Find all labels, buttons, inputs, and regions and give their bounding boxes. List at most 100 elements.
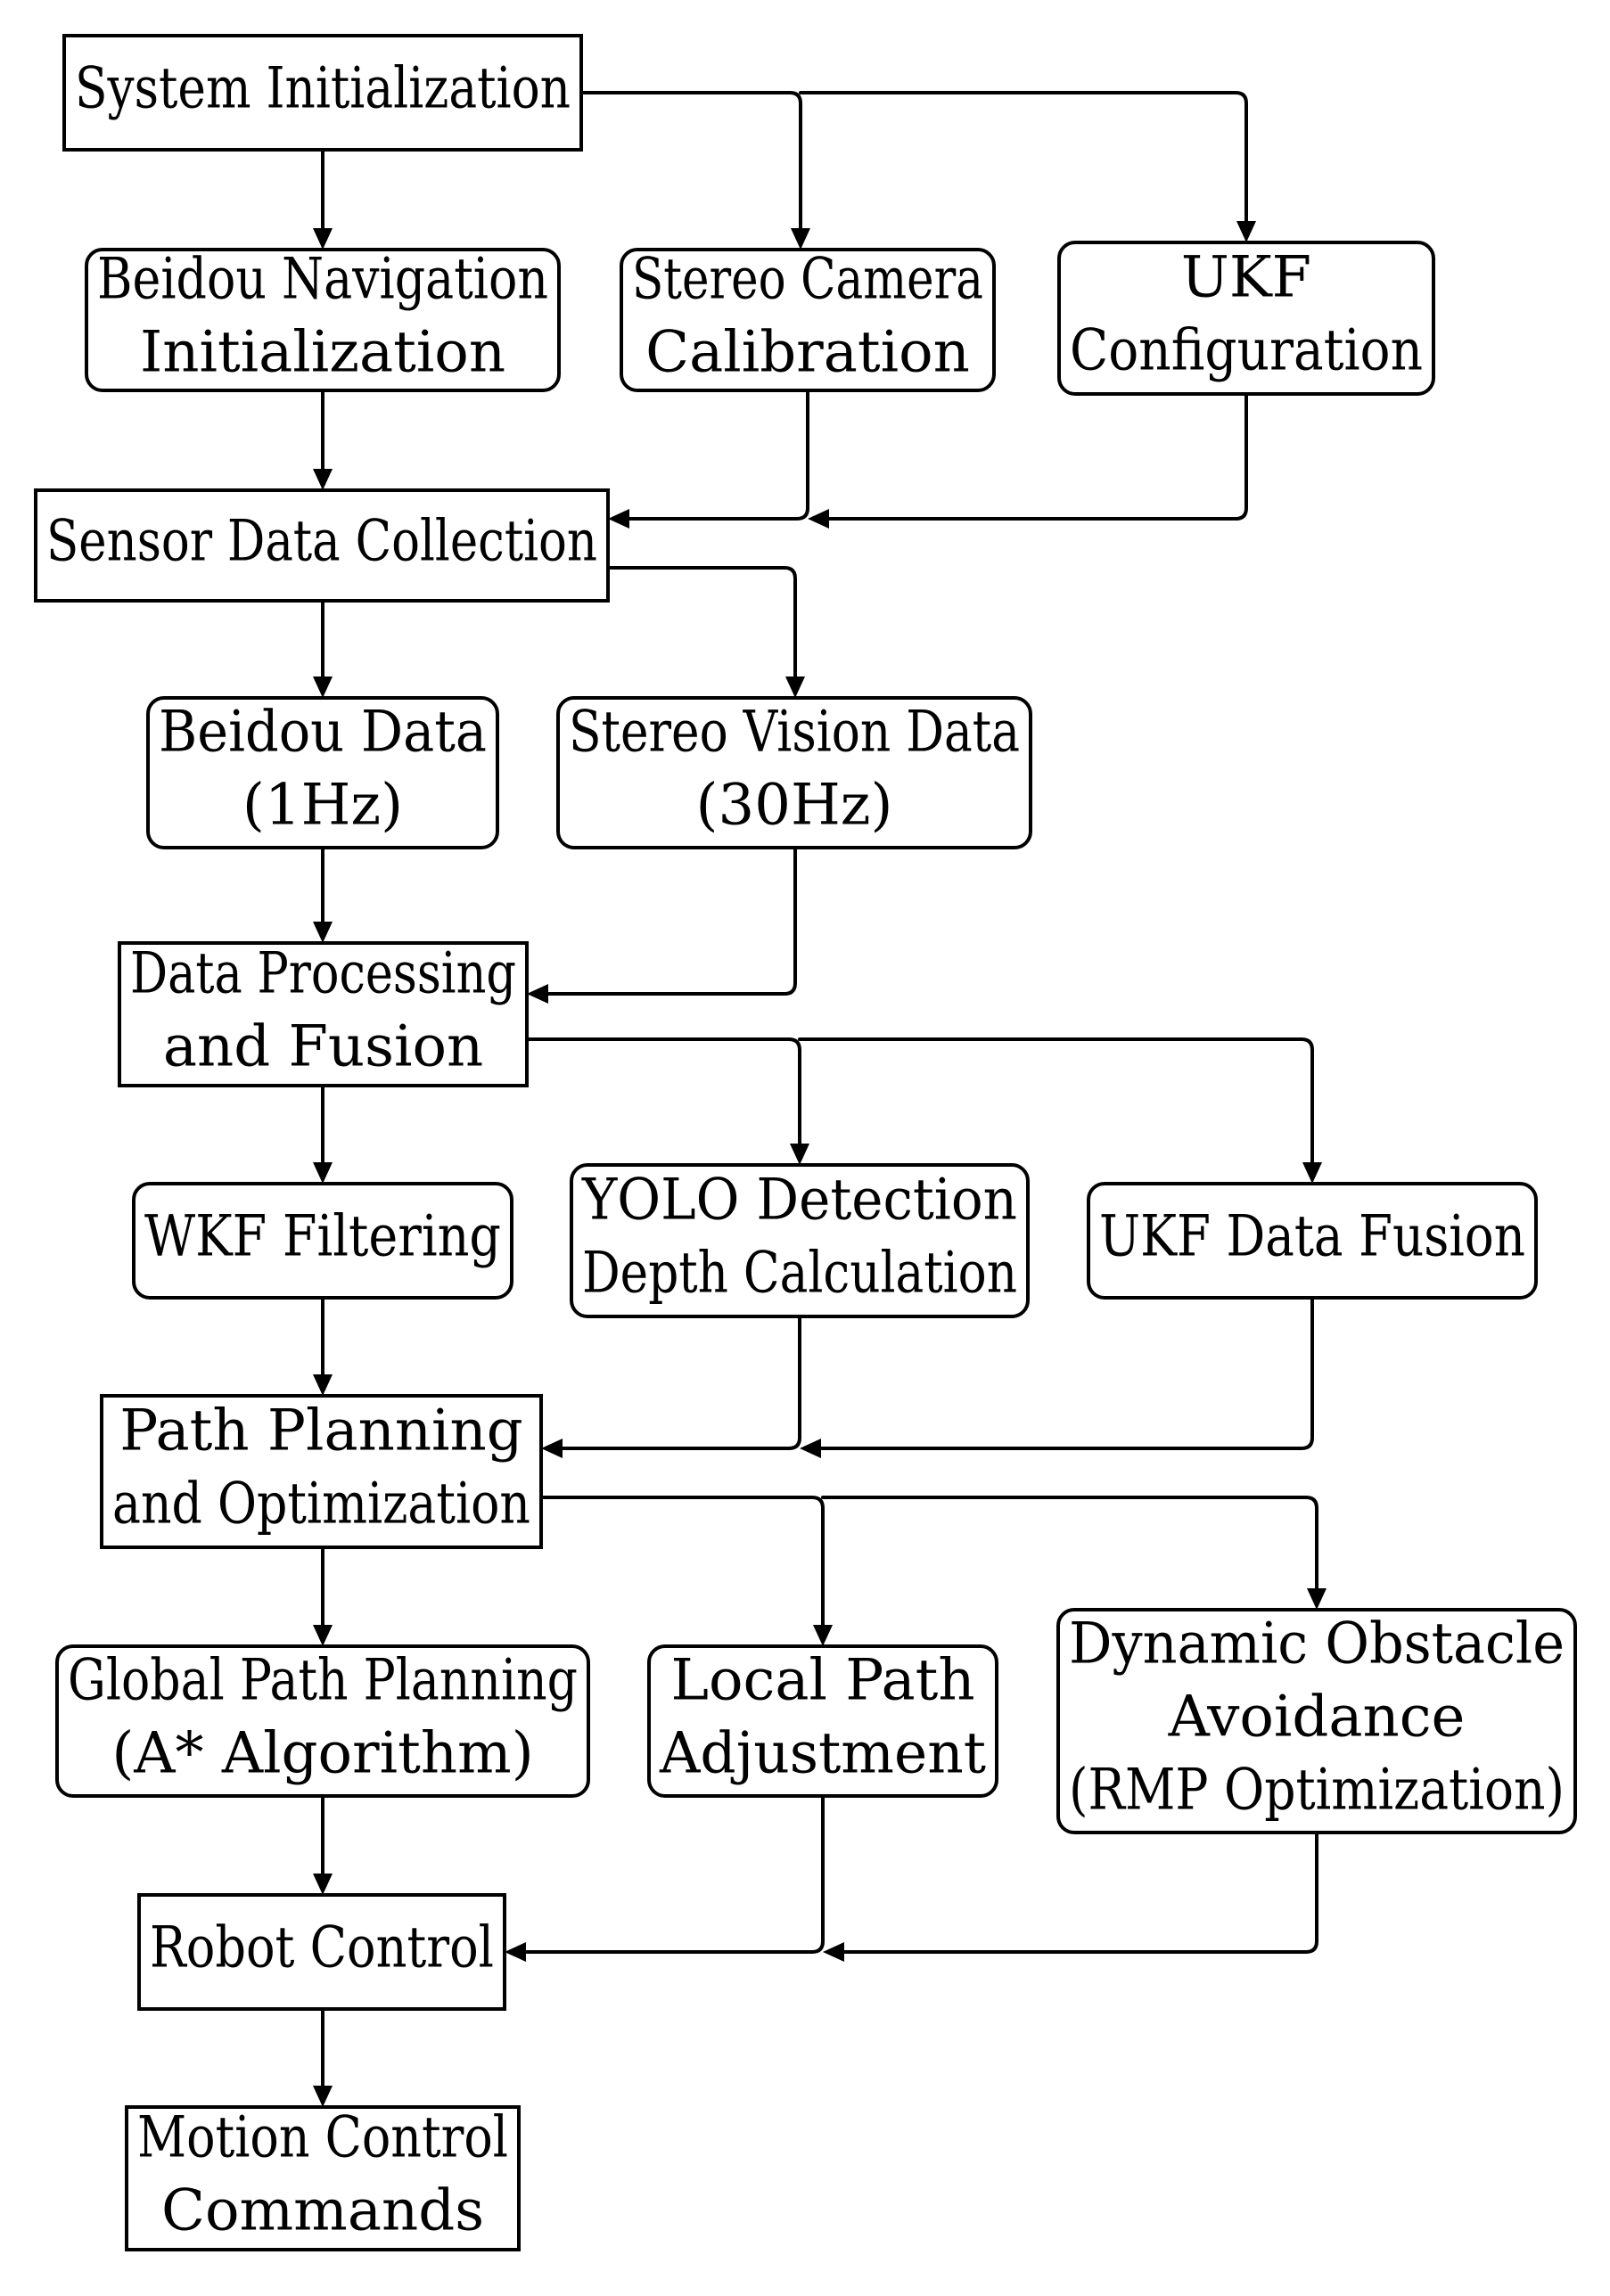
node-label-line: (1Hz) bbox=[242, 773, 403, 839]
connector-line bbox=[798, 1037, 1314, 1173]
node-sensor-data-collection: Sensor Data Collection bbox=[34, 488, 610, 603]
node-stereo-vision-data: Stereo Vision Data (30Hz) bbox=[556, 696, 1032, 849]
arrowhead bbox=[313, 1374, 333, 1396]
node-label-line: Stereo Vision Data bbox=[569, 700, 1020, 766]
arrow-system-init-to-beidou-nav-init bbox=[313, 148, 333, 250]
arrowhead bbox=[813, 1625, 833, 1646]
connector-line bbox=[515, 1794, 825, 1954]
node-data-processing-fusion: Data Processing and Fusion bbox=[118, 941, 529, 1087]
arrowhead bbox=[313, 676, 333, 698]
edges-layer bbox=[313, 91, 1327, 2107]
arrowhead bbox=[608, 509, 629, 529]
connector-line bbox=[834, 1831, 1318, 1954]
node-wkf-filtering: WKF Filtering bbox=[132, 1182, 513, 1300]
arrow-beidou-nav-init-to-sensor-data-collection bbox=[313, 389, 333, 490]
arrow-sensor-data-collection-to-stereo-vision-data bbox=[606, 566, 805, 698]
node-box bbox=[620, 248, 996, 392]
arrowhead bbox=[823, 1942, 844, 1962]
arrowhead bbox=[527, 984, 548, 1004]
node-path-planning-opt: Path Planning and Optimization bbox=[100, 1394, 543, 1549]
node-label-line: Commands bbox=[161, 2178, 484, 2244]
connector-line bbox=[821, 1496, 1318, 1599]
arrow-local-path-adjustment-to-robot-control bbox=[505, 1794, 825, 1962]
node-box bbox=[118, 941, 529, 1087]
node-label-line: Depth Calculation bbox=[582, 1241, 1017, 1307]
node-label-line: Data Processing bbox=[130, 941, 516, 1007]
node-label-line: Path Planning bbox=[119, 1398, 522, 1464]
node-label-line: and Fusion bbox=[163, 1014, 483, 1080]
arrow-path-planning-opt-to-dynamic-obstacle-avoidance bbox=[821, 1496, 1327, 1610]
arrowhead bbox=[313, 2086, 333, 2107]
connector-line bbox=[619, 389, 809, 521]
node-label-line: Global Path Planning bbox=[68, 1648, 578, 1714]
connector-line bbox=[525, 1037, 801, 1154]
arrowhead bbox=[1307, 1588, 1327, 1610]
arrow-stereo-vision-data-to-data-processing-fusion bbox=[527, 846, 797, 1004]
node-label-line: YOLO Detection bbox=[581, 1168, 1017, 1234]
node-label-line: WKF Filtering bbox=[144, 1204, 501, 1270]
arrow-data-processing-fusion-to-yolo-detection bbox=[525, 1037, 809, 1165]
arrow-system-init-to-stereo-cam-calib bbox=[579, 91, 810, 250]
node-system-init: System Initialization bbox=[62, 34, 583, 152]
arrowhead bbox=[313, 1625, 333, 1646]
node-global-path-planning: Global Path Planning (A* Algorithm) bbox=[55, 1644, 590, 1798]
arrowhead bbox=[1236, 221, 1256, 242]
node-label-line: Local Path bbox=[670, 1648, 974, 1714]
node-label-line: Configuration bbox=[1070, 318, 1423, 384]
node-label-line: Sensor Data Collection bbox=[46, 509, 597, 575]
arrow-ukf-data-fusion-to-path-planning-opt bbox=[800, 1296, 1314, 1458]
arrow-data-processing-fusion-to-wkf-filtering bbox=[313, 1084, 333, 1184]
connector-line bbox=[579, 91, 802, 239]
node-box bbox=[85, 248, 561, 392]
arrowhead bbox=[313, 228, 333, 250]
node-label-line: (RMP Optimization) bbox=[1069, 1758, 1565, 1824]
node-label-line: Calibration bbox=[645, 320, 970, 386]
node-box bbox=[1057, 241, 1435, 396]
arrowhead bbox=[313, 922, 333, 943]
node-box bbox=[570, 1163, 1030, 1318]
arrow-system-init-to-ukf-config bbox=[799, 91, 1256, 242]
arrow-stereo-cam-calib-to-sensor-data-collection bbox=[608, 389, 809, 529]
arrowhead bbox=[313, 1162, 333, 1184]
connector-line bbox=[539, 1496, 825, 1636]
node-box bbox=[125, 2105, 521, 2251]
node-label-line: Adjustment bbox=[659, 1721, 986, 1787]
arrowhead bbox=[791, 228, 810, 250]
arrowhead bbox=[541, 1439, 563, 1458]
arrowhead bbox=[313, 469, 333, 490]
arrow-wkf-filtering-to-path-planning-opt bbox=[313, 1296, 333, 1396]
node-label-line: (A* Algorithm) bbox=[111, 1721, 533, 1787]
connector-line bbox=[606, 566, 797, 687]
node-label-line: (30Hz) bbox=[696, 773, 893, 839]
arrow-sensor-data-collection-to-beidou-data bbox=[313, 599, 333, 698]
node-box bbox=[556, 696, 1032, 849]
node-box bbox=[137, 1893, 506, 2011]
node-box bbox=[62, 34, 583, 152]
node-box bbox=[132, 1182, 513, 1300]
node-label-line: Initialization bbox=[140, 320, 505, 386]
node-box bbox=[146, 696, 499, 849]
connector-line bbox=[552, 1315, 801, 1450]
node-label-line: Beidou Data bbox=[159, 700, 487, 766]
arrow-yolo-detection-to-path-planning-opt bbox=[541, 1315, 801, 1458]
arrow-dynamic-obstacle-avoidance-to-robot-control bbox=[823, 1831, 1318, 1962]
arrow-ukf-config-to-sensor-data-collection bbox=[808, 392, 1248, 529]
node-robot-control: Robot Control bbox=[137, 1893, 506, 2011]
arrowhead bbox=[800, 1439, 821, 1458]
node-ukf-data-fusion: UKF Data Fusion bbox=[1087, 1182, 1538, 1300]
arrowhead bbox=[313, 1874, 333, 1895]
arrowhead bbox=[808, 509, 829, 529]
node-beidou-data: Beidou Data (1Hz) bbox=[146, 696, 499, 849]
connector-line bbox=[818, 392, 1248, 521]
node-label-line: Stereo Camera bbox=[632, 247, 983, 313]
node-label-line: and Optimization bbox=[112, 1472, 530, 1538]
arrowhead bbox=[505, 1942, 526, 1962]
